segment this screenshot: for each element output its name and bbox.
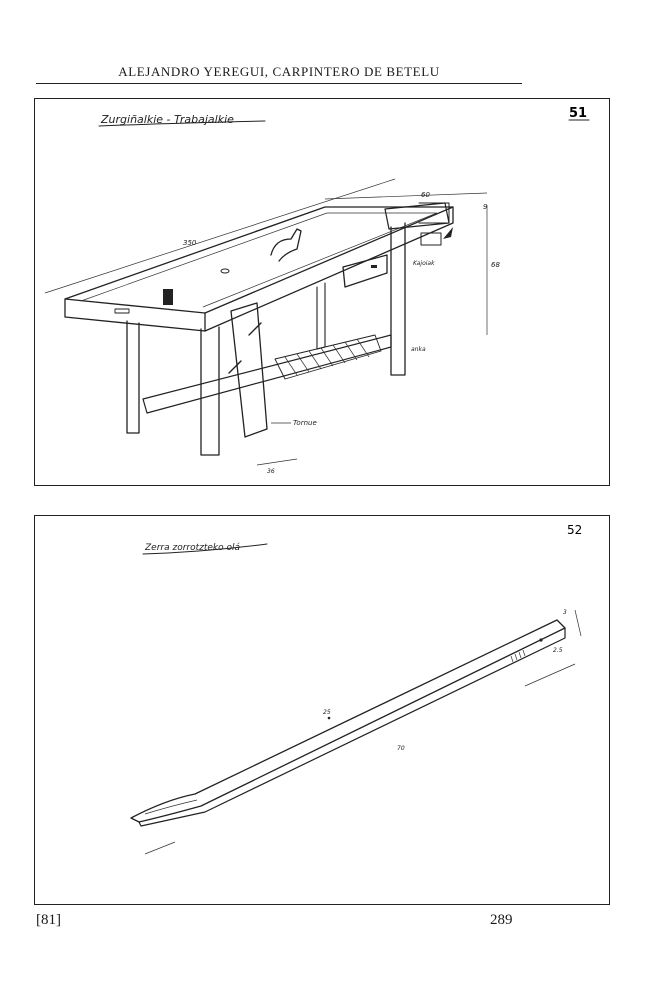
bench-top-edge	[64, 298, 206, 332]
plate1-title-underline	[98, 120, 266, 127]
tail-block-face	[418, 202, 450, 224]
leg-front-right	[200, 326, 220, 456]
holdfast	[270, 228, 302, 262]
saw-bar-hatching	[510, 649, 526, 663]
plate2-title: Zerra zorrotzteko olá	[144, 543, 241, 553]
height-label: 68	[491, 261, 500, 269]
header-rule	[36, 83, 522, 84]
page-number: 289	[490, 912, 513, 928]
running-head: ALEJANDRO YEREGUI, CARPINTERO DE BETELU	[118, 64, 440, 79]
slot-mark	[327, 716, 331, 720]
saw-bar-tip	[144, 799, 198, 815]
plate-saw-sharpening: Zerra zorrotzteko olá 52 25 70 3 2.5	[34, 515, 610, 905]
width-label: 60	[421, 191, 430, 199]
saw-bar-side	[138, 627, 566, 827]
leg-back-left	[316, 282, 326, 350]
foot-dimension-line	[256, 458, 298, 466]
bench-top-rim	[80, 212, 438, 308]
vise-handle-arrow	[443, 227, 453, 239]
depth-label: 9	[483, 203, 488, 211]
bench-top-side	[204, 206, 454, 332]
end-vise-slot	[114, 308, 130, 314]
slot-label: 25	[323, 709, 331, 716]
section-number: [81]	[36, 912, 61, 928]
foot-label: 36	[267, 468, 275, 475]
bench-top	[64, 206, 454, 314]
thickness-label: 3	[563, 609, 567, 616]
vise-label: Tornue	[293, 419, 317, 427]
shelf-slats	[284, 338, 370, 376]
thickness-dimension-line	[574, 609, 582, 637]
width-dimension-line	[324, 192, 488, 200]
plate-workbench: Zurgiñalkie - Trabajalkie 51 350 Kajoiak…	[34, 98, 610, 486]
length-dimension-line	[44, 178, 396, 294]
saw-bar-top	[130, 619, 566, 823]
drawer-knob	[371, 265, 377, 268]
leg-back-right	[390, 222, 406, 376]
end-width-label: 2.5	[553, 647, 563, 654]
bench-dog	[163, 289, 173, 305]
leg-front-left	[126, 320, 140, 434]
length-label: 350	[183, 239, 197, 247]
vise-screw	[228, 322, 262, 374]
drawer-label: Kajoiak	[413, 260, 435, 267]
tip-dimension-line	[144, 841, 176, 855]
plate2-number: 52	[567, 523, 582, 537]
front-vise-chop	[230, 302, 268, 438]
dog-hole	[220, 268, 230, 274]
lower-shelf	[274, 334, 382, 380]
bar-end-hole	[539, 638, 543, 642]
drawer	[342, 254, 388, 288]
lower-shelf-front	[142, 334, 392, 414]
plate1-number: 51	[569, 106, 587, 121]
leg-label: anka	[411, 346, 426, 353]
tail-vise	[420, 232, 442, 246]
workbench-drawing: Zurgiñalkie - Trabajalkie 51 350 Kajoiak…	[44, 106, 590, 475]
end-dimension-line	[524, 663, 576, 687]
plate2-title-underline	[142, 543, 268, 555]
saw-bar-drawing: Zerra zorrotzteko olá 52 25 70 3 2.5	[130, 523, 582, 855]
length-label-70: 70	[397, 745, 405, 752]
